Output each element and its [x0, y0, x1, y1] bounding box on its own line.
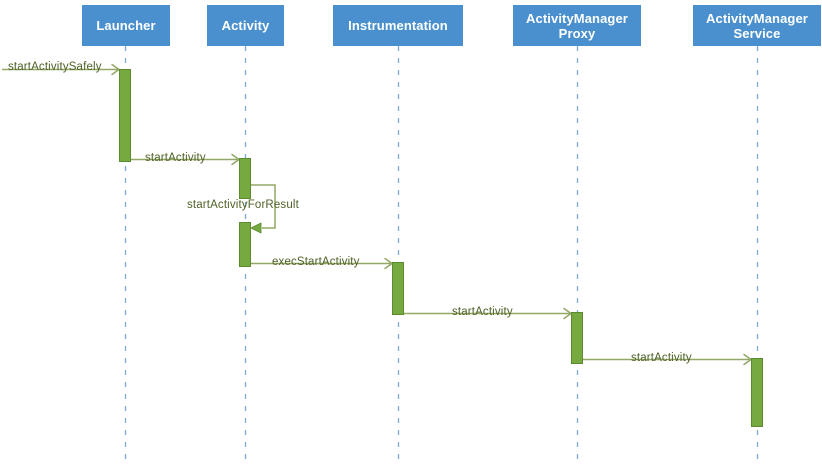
self-call-path	[250, 184, 276, 229]
actor-box-am_proxy[interactable]: ActivityManager Proxy	[513, 5, 641, 46]
message-label-m2: startActivity	[145, 152, 206, 164]
activation-bar-am_proxy-4	[571, 312, 583, 364]
message-connectors-group	[2, 63, 752, 366]
lifelines-group	[124, 46, 759, 466]
message-label-m1: startActivitySafely	[8, 61, 102, 73]
actor-box-activity[interactable]: Activity	[207, 5, 284, 46]
message-label-m6: startActivity	[631, 352, 692, 364]
actor-label-instrument: Instrumentation	[348, 18, 448, 33]
actor-box-instrument[interactable]: Instrumentation	[333, 5, 463, 46]
activation-bar-activity-1	[239, 158, 251, 199]
actor-label-am_proxy: ActivityManager Proxy	[526, 10, 628, 41]
activation-bar-launcher-0	[119, 69, 131, 162]
message-label-m4: execStartActivity	[272, 256, 360, 268]
message-label-m3: startActivityForResult	[187, 199, 299, 211]
activation-bar-activity-2	[239, 222, 251, 267]
activation-bars-group	[119, 69, 763, 427]
actor-label-activity: Activity	[221, 18, 270, 33]
arrowhead-filled	[250, 222, 262, 234]
actor-box-am_service[interactable]: ActivityManager Service	[693, 5, 821, 46]
activation-bar-instrument-3	[392, 262, 404, 315]
actor-label-am_service: ActivityManager Service	[706, 10, 808, 41]
message-m3	[250, 184, 276, 234]
activation-bar-am_service-5	[751, 358, 763, 427]
actor-box-launcher[interactable]: Launcher	[82, 5, 170, 46]
message-label-m5: startActivity	[452, 306, 513, 318]
actor-label-launcher: Launcher	[96, 18, 156, 33]
